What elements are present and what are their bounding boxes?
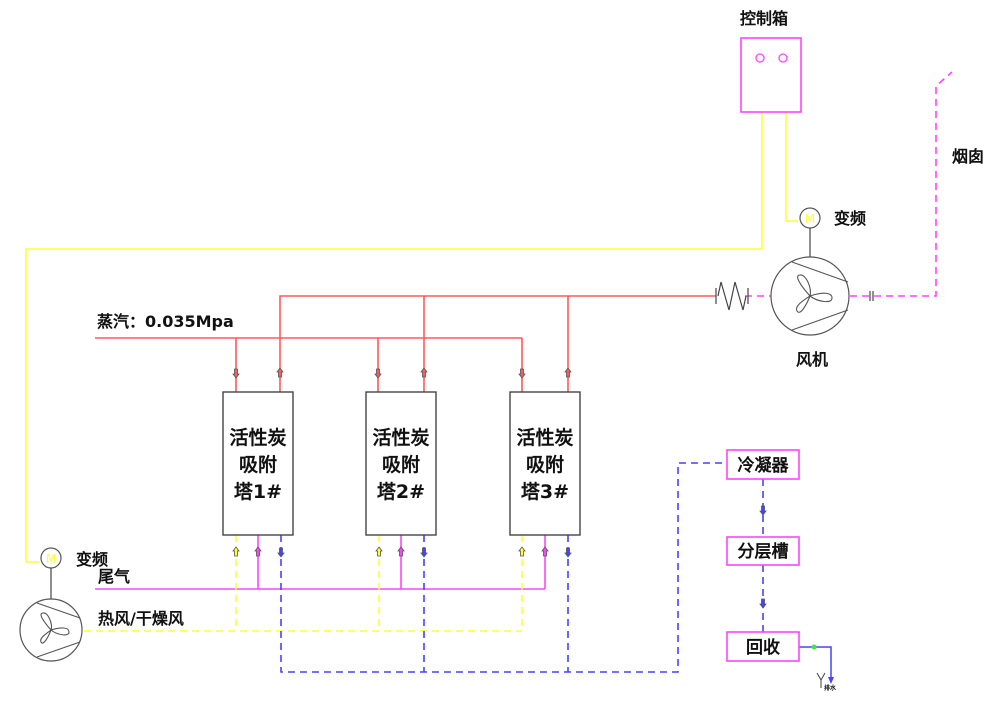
tower-3-label-line1: 活性炭 — [516, 426, 573, 449]
valve-arrow-icon[interactable] — [277, 547, 285, 558]
control-wiring — [25, 112, 798, 563]
exhaust-lines — [95, 535, 546, 590]
motor-symbol: M — [46, 552, 56, 566]
fan-blade-guide — [36, 602, 81, 619]
valve-arrow-icon[interactable] — [759, 598, 767, 609]
condenser[interactable]: 冷凝器 — [726, 449, 800, 480]
tower-2-label-line2: 吸附 — [382, 453, 420, 476]
condenser-label: 冷凝器 — [738, 455, 790, 476]
drain-arrow-icon — [828, 677, 834, 684]
control-wire-to-top-motor — [785, 112, 798, 222]
valve-arrow-icon[interactable] — [420, 547, 428, 558]
tower-3-label-line2: 吸附 — [526, 453, 564, 476]
hot-air-label: 热风/干燥风 — [98, 609, 184, 628]
vapor-return-main — [279, 295, 716, 392]
recovery-box — [726, 631, 800, 662]
heat-exchanger-icon — [715, 281, 749, 311]
bottom-fan[interactable]: M 变频 — [19, 547, 108, 662]
valve-arrow-icon[interactable] — [374, 368, 382, 379]
recovery-label: 回收 — [746, 637, 780, 658]
tower-1-body — [222, 391, 294, 536]
control-box[interactable]: 控制箱 — [740, 9, 802, 113]
valve-arrow-icon[interactable] — [420, 367, 428, 378]
tower-3[interactable]: 活性炭 吸附 塔3# — [509, 391, 581, 536]
fan-blade-guide — [36, 641, 81, 658]
top-fan-label: 风机 — [796, 350, 828, 369]
control-box-body — [740, 37, 802, 113]
steam-lines — [95, 295, 716, 392]
flange-icon — [869, 291, 874, 301]
valves — [232, 367, 767, 609]
bottom-motor-label: 变频 — [76, 550, 108, 569]
separator-box — [726, 536, 800, 566]
tower-1-label-line3: 塔1# — [234, 480, 282, 503]
drain-line — [799, 646, 834, 684]
valve-arrow-icon[interactable] — [232, 546, 240, 557]
fan-blade-guide — [791, 261, 849, 283]
valve-arrow-icon[interactable] — [518, 368, 526, 379]
top-fan[interactable]: M 变频 风机 — [770, 207, 866, 369]
chimney — [745, 71, 953, 297]
valve-arrow-icon[interactable] — [375, 546, 383, 557]
chimney-label: 烟囱 — [952, 147, 984, 166]
tower-2-body — [365, 391, 437, 536]
tower-2[interactable]: 活性炭 吸附 塔2# — [365, 391, 437, 536]
indicator-light-icon — [755, 53, 765, 63]
steam-label: 蒸汽：0.035Mpa — [97, 312, 234, 331]
tower-1-label-line2: 吸附 — [239, 453, 277, 476]
tower-1-label-line1: 活性炭 — [229, 426, 286, 449]
valve-arrow-icon[interactable] — [397, 546, 405, 557]
tower-2-label-line1: 活性炭 — [372, 426, 429, 449]
drain-valve-icon[interactable] — [811, 644, 817, 650]
control-wire-to-bottom-motor — [25, 112, 763, 563]
condenser-box — [726, 449, 800, 480]
fan-propeller-icon — [795, 274, 833, 313]
valve-arrow-icon[interactable] — [564, 547, 572, 558]
fan-propeller-icon — [40, 612, 70, 644]
exhaust-to-chimney-pipe — [850, 71, 953, 297]
separator-tank[interactable]: 分层槽 — [726, 536, 800, 566]
tower-3-label-line3: 塔3# — [521, 480, 569, 503]
indicator-light-icon — [778, 53, 788, 63]
recovery-tank[interactable]: 回收 — [726, 631, 800, 662]
valve-arrow-icon[interactable] — [254, 546, 262, 557]
valve-arrow-icon[interactable] — [276, 367, 284, 378]
drain-label: 排水 — [824, 684, 837, 692]
tower-2-label-line3: 塔2# — [377, 480, 425, 503]
control-box-label: 控制箱 — [740, 9, 788, 28]
valve-arrow-icon[interactable] — [564, 367, 572, 378]
drain-outlet-icon — [816, 672, 826, 688]
tower-1[interactable]: 活性炭 吸附 塔1# — [222, 391, 294, 536]
tower-3-body — [509, 391, 581, 536]
fan-blade-guide — [791, 309, 849, 331]
separator-label: 分层槽 — [738, 541, 789, 562]
top-motor-label: 变频 — [834, 209, 866, 228]
solvent-collect-main — [280, 462, 727, 673]
exhaust-label: 尾气 — [98, 567, 130, 586]
motor-symbol: M — [805, 212, 815, 226]
valve-arrow-icon[interactable] — [541, 546, 549, 557]
valve-arrow-icon[interactable] — [232, 368, 240, 379]
valve-arrow-icon[interactable] — [759, 505, 767, 516]
valve-arrow-icon[interactable] — [518, 546, 526, 557]
